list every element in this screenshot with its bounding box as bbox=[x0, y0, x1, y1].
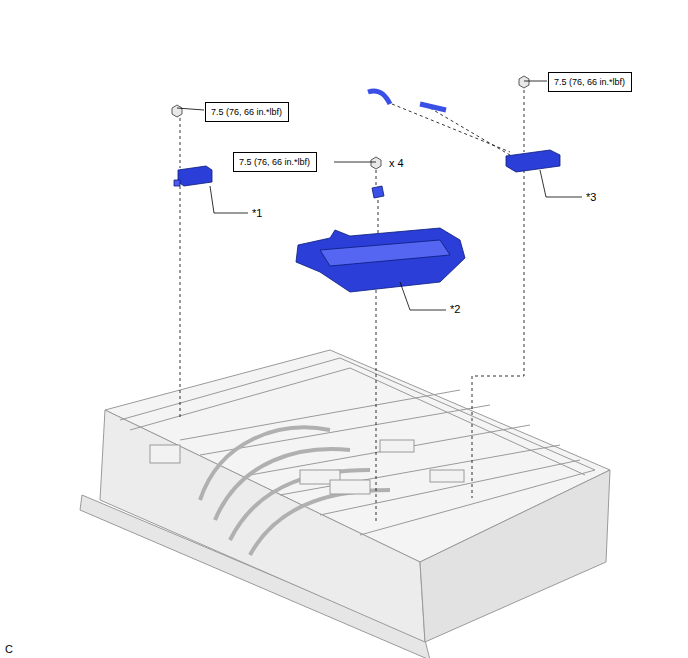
torque-spec-box: 7.5 (76, 66 in.*lbf) bbox=[233, 152, 317, 172]
torque-spec: 7.5 (76, 66 in.*lbf) bbox=[239, 156, 311, 168]
torque-spec-box: 7.5 (76, 66 in.*lbf) bbox=[548, 72, 632, 92]
quantity-note: x 4 bbox=[389, 157, 404, 170]
torque-spec: 7.5 (76, 66 in.*lbf) bbox=[211, 106, 283, 118]
callout-number: *1 bbox=[252, 207, 262, 220]
guide-lines bbox=[180, 90, 524, 522]
torque-spec: 7.5 (76, 66 in.*lbf) bbox=[554, 76, 626, 88]
battery-pack bbox=[80, 350, 610, 658]
blue-parts bbox=[174, 91, 560, 292]
figure-code: C bbox=[5, 643, 13, 656]
callout-number: *3 bbox=[586, 191, 596, 204]
callout-number: *2 bbox=[450, 303, 460, 316]
torque-spec-box: 7.5 (76, 66 in.*lbf) bbox=[205, 102, 289, 122]
leader-lines bbox=[177, 81, 582, 310]
nut bbox=[172, 76, 529, 169]
